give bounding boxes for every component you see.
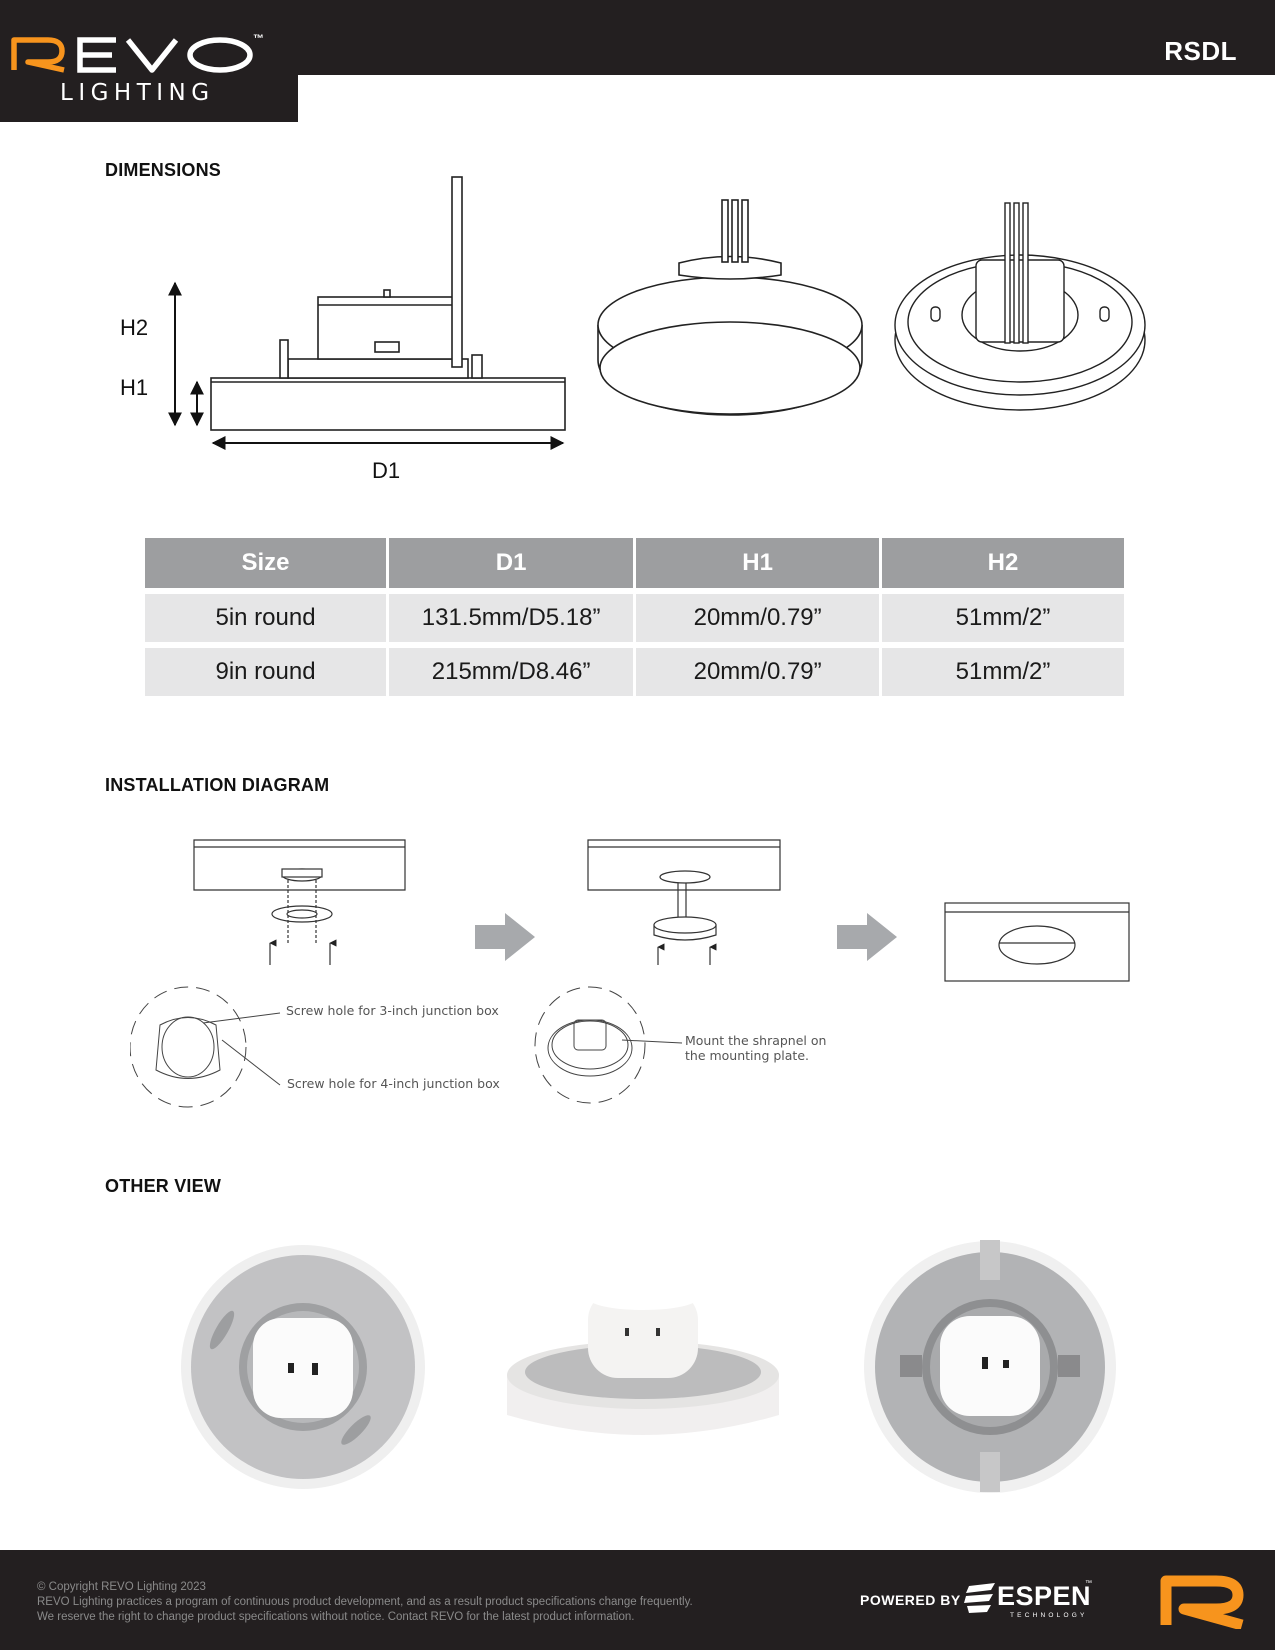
table-header: H2 — [882, 538, 1124, 588]
table-row: 5in round 131.5mm/D5.18” 20mm/0.79” 51mm… — [145, 594, 1124, 642]
table-cell: 20mm/0.79” — [636, 594, 880, 642]
partner-subtitle: TECHNOLOGY — [1010, 1612, 1088, 1619]
callout-screw-3in: Screw hole for 3-inch junction box — [286, 1003, 499, 1018]
brand-logo[interactable]: ™ LIGHTING — [0, 0, 298, 122]
other-view-renders — [181, 1240, 1116, 1493]
table-cell: 9in round — [145, 648, 387, 696]
table-cell: 5in round — [145, 594, 387, 642]
brand-trademark: ™ — [253, 33, 264, 45]
dimensions-title: DIMENSIONS — [105, 160, 222, 180]
render-back-view — [181, 1245, 425, 1489]
dimensions-table: Size D1 H1 H2 5in round 131.5mm/D5.18” 2… — [142, 532, 1127, 702]
step-2-drawing — [587, 839, 781, 965]
step-arrow-icon — [837, 913, 897, 961]
disclaimer-line: We reserve the right to change product s… — [37, 1611, 635, 1623]
espen-logo-icon — [964, 1583, 995, 1613]
step-1-drawing — [193, 839, 406, 965]
step-arrow-icon — [475, 913, 535, 961]
table-cell: 215mm/D8.46” — [389, 648, 634, 696]
table-header: Size — [145, 538, 387, 588]
footer: © Copyright REVO Lighting 2023 REVO Ligh… — [0, 1550, 1275, 1650]
table-cell: 131.5mm/D5.18” — [389, 594, 634, 642]
callout-screw-4in: Screw hole for 4-inch junction box — [287, 1076, 500, 1091]
footer-legal: © Copyright REVO Lighting 2023 REVO Ligh… — [37, 1580, 693, 1625]
other-view-title: OTHER VIEW — [105, 1176, 222, 1196]
perspective-bottom-view — [894, 202, 1146, 411]
detail-1-drawing — [130, 986, 281, 1108]
model-code: RSDL — [1164, 36, 1237, 66]
perspective-top-view — [597, 199, 863, 416]
side-view — [210, 176, 566, 431]
h2-label: H2 — [120, 315, 148, 340]
callout-shrapnel: Mount the shrapnel on the mounting plate… — [685, 1033, 827, 1063]
table-cell: 51mm/2” — [882, 594, 1124, 642]
table-header: H1 — [636, 538, 880, 588]
revo-logo-icon — [11, 37, 253, 73]
partner-name: ESPEN — [997, 1581, 1092, 1611]
partner-trademark: ™ — [1085, 1580, 1092, 1587]
installation-title: INSTALLATION DIAGRAM — [105, 775, 330, 795]
detail-2-drawing — [534, 986, 683, 1104]
dimension-drawing: H2 H1 D1 — [120, 176, 1146, 483]
table-row: 9in round 215mm/D8.46” 20mm/0.79” 51mm/2… — [145, 648, 1124, 696]
installation-drawing — [130, 839, 1130, 1108]
table-cell: 20mm/0.79” — [636, 648, 880, 696]
render-side-view — [507, 1286, 779, 1435]
brand-subtitle: LIGHTING — [60, 80, 215, 106]
copyright-line: © Copyright REVO Lighting 2023 — [37, 1581, 206, 1593]
d1-label: D1 — [372, 458, 400, 483]
h1-label: H1 — [120, 375, 148, 400]
disclaimer-line: REVO Lighting practices a program of con… — [37, 1596, 693, 1608]
table-header: D1 — [389, 538, 634, 588]
table-header-row: Size D1 H1 H2 — [145, 538, 1124, 588]
render-front-view — [864, 1240, 1116, 1493]
table-cell: 51mm/2” — [882, 648, 1124, 696]
powered-by-label: POWERED BY — [860, 1592, 961, 1608]
step-3-drawing — [944, 902, 1130, 982]
revo-r-icon[interactable] — [1158, 1573, 1248, 1629]
